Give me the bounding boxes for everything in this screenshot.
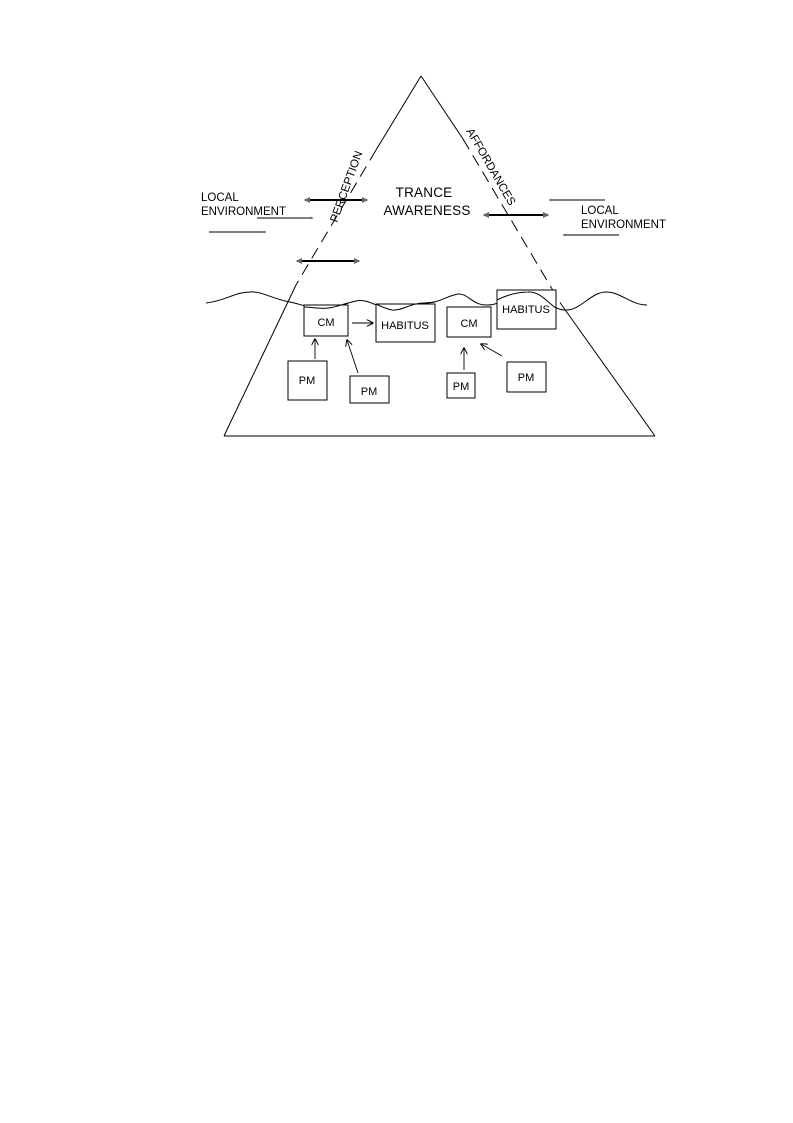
pyramid-left-lower-edge bbox=[223, 284, 297, 437]
pm-box-2 bbox=[349, 375, 390, 404]
habitus-box-right bbox=[496, 289, 557, 330]
pyramid-right-dashed-edge bbox=[462, 138, 562, 305]
right-env-label-line2: ENVIRONMENT bbox=[581, 219, 666, 231]
pm4-to-cm-arrow bbox=[481, 344, 503, 357]
cm-box-right bbox=[446, 306, 492, 338]
cm-box-left bbox=[303, 304, 349, 337]
pm2-to-cm-arrow bbox=[347, 340, 359, 374]
pm-box-1 bbox=[287, 360, 328, 401]
pyramid-right-lower-edge bbox=[560, 303, 656, 437]
habitus-label-left: HABITUS bbox=[381, 320, 429, 332]
pyramid-right-upper-edge bbox=[420, 75, 464, 140]
pm-label-2: PM bbox=[361, 386, 378, 398]
pyramid-outline bbox=[223, 75, 656, 437]
pyramid-left-dashed-edge bbox=[295, 149, 377, 286]
left-env-label-line1: LOCAL bbox=[201, 192, 239, 204]
habitus-box-left bbox=[375, 303, 436, 343]
pm-box-4 bbox=[506, 361, 547, 393]
center-label-trance: TRANCE bbox=[396, 185, 453, 200]
affordances-label: AFFORDANCES bbox=[463, 127, 517, 209]
surface-wave-overlay bbox=[303, 291, 557, 311]
pyramid-left-upper-edge bbox=[375, 75, 422, 151]
pm-box-3 bbox=[446, 372, 476, 399]
pm-label-3: PM bbox=[453, 381, 470, 393]
center-label-awareness: AWARENESS bbox=[383, 203, 470, 218]
cm-label-right: CM bbox=[460, 318, 477, 330]
left-env-label-line2: ENVIRONMENT bbox=[201, 206, 286, 218]
perception-label: PERCEPTION bbox=[329, 150, 366, 224]
habitus-label-right: HABITUS bbox=[502, 304, 550, 316]
pm-label-4: PM bbox=[518, 372, 535, 384]
right-env-label-line1: LOCAL bbox=[581, 205, 619, 217]
pm-label-1: PM bbox=[299, 375, 316, 387]
cm-label-left: CM bbox=[317, 317, 334, 329]
